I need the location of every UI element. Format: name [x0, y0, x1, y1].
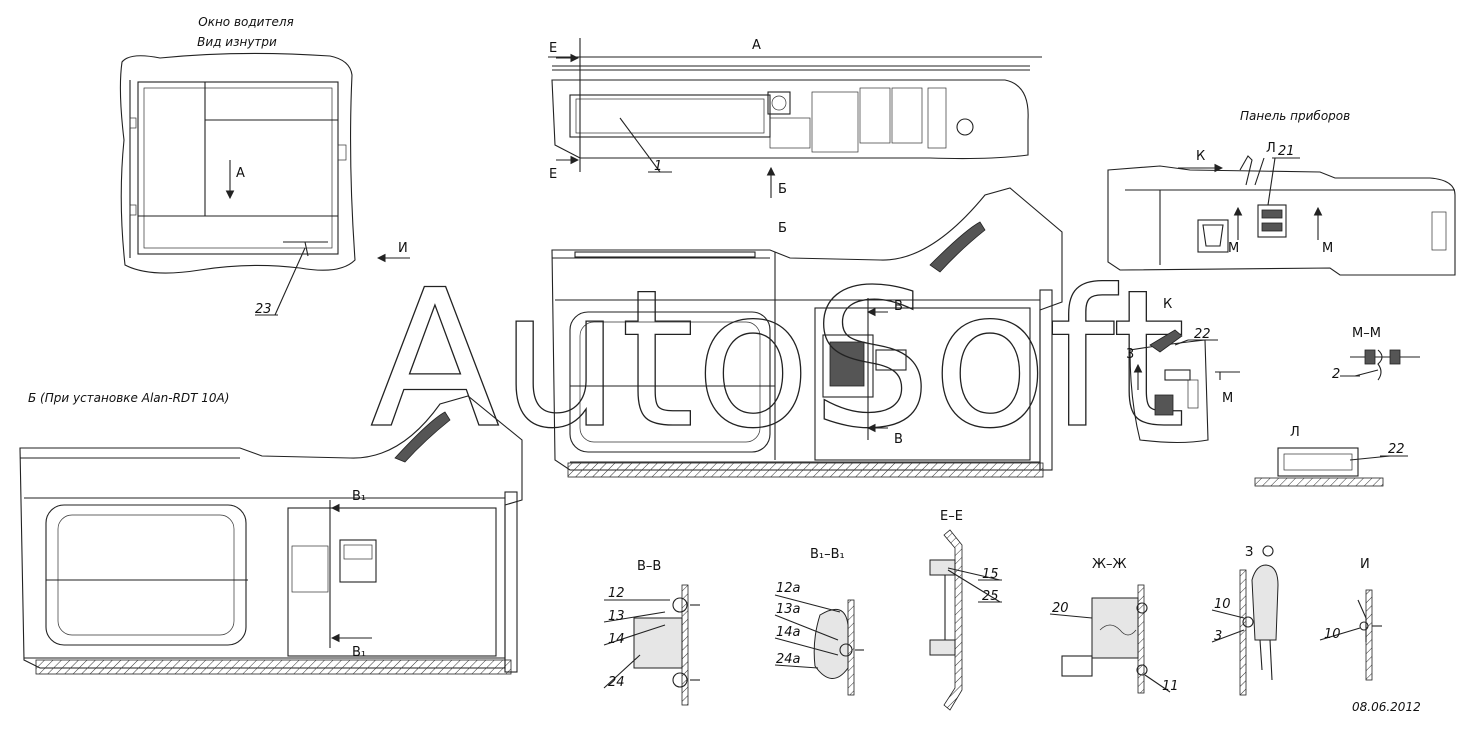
callout-14: 14: [608, 632, 625, 647]
callout-10b: 10: [1324, 627, 1341, 642]
view-i-title: И: [1360, 557, 1370, 572]
callout-12: 12: [608, 586, 625, 601]
callout-15: 15: [982, 567, 999, 582]
section-ee-title: Е–Е: [940, 509, 963, 524]
section-e-top: Е: [549, 41, 557, 56]
callout-1: 1: [654, 159, 662, 174]
callout-24a: 24а: [776, 652, 801, 667]
view-b-title: Б: [778, 221, 787, 236]
callout-2: 2: [1332, 367, 1340, 382]
callout-10a: 10: [1214, 597, 1231, 612]
arrow-b-label: Б: [778, 182, 787, 197]
panel-k-label: К: [1196, 149, 1205, 164]
instrument-panel-view: Панель приборов К Л 21 М М: [1107, 109, 1456, 276]
arrow-i-label: И: [398, 241, 408, 256]
section-ee: Е–Е 15 25: [929, 509, 1002, 711]
section-e-bottom: Е: [549, 167, 557, 182]
section-zhzh-title: Ж–Ж: [1092, 557, 1127, 572]
section-zhzh: Ж–Ж 20 11: [1049, 557, 1179, 694]
panel-m-left: М: [1228, 241, 1239, 256]
callout-14a: 14а: [776, 625, 801, 640]
callout-11: 11: [1162, 679, 1179, 694]
view-b-panel: Б В В: [551, 187, 1063, 478]
view-b-alan-panel: Б (При установке Alan-RDT 10A) В₁ В₁: [19, 391, 523, 675]
section-v-top: В: [894, 299, 903, 314]
callout-3: 3: [1214, 629, 1222, 644]
view-a-title: А: [752, 38, 761, 53]
button-block: [769, 87, 947, 153]
callout-24: 24: [608, 675, 625, 690]
callout-25: 25: [982, 589, 999, 604]
driver-window-title: Окно водителя: [198, 15, 293, 29]
view-l: Л 22: [1254, 425, 1408, 487]
section-vv-title: В–В: [637, 559, 661, 574]
callout-13: 13: [608, 609, 625, 624]
view-b-alan-title: Б (При установке Alan-RDT 10A): [28, 391, 229, 405]
section-v1-top: В₁: [352, 489, 366, 504]
view-mm: М–М 2: [1332, 326, 1420, 382]
callout-23: 23: [255, 302, 272, 317]
section-v1v1: В₁–В₁ 12а 13а 14а 24а: [774, 547, 864, 696]
panel-m-right: М: [1322, 241, 1333, 256]
arrow-a-label: А: [236, 166, 245, 181]
callout-22a: 22: [1194, 327, 1211, 342]
driver-window-view: Окно водителя Вид изнутри А 23 И: [119, 15, 410, 317]
view-z: З 10 3: [1211, 545, 1279, 696]
section-v-bottom: В: [894, 432, 903, 447]
callout-12a: 12а: [776, 581, 801, 596]
instrument-panel-title: Панель приборов: [1240, 109, 1350, 123]
callout-21: 21: [1278, 144, 1295, 159]
view-k: К 22 3 М: [1126, 297, 1240, 444]
view-mm-title: М–М: [1352, 326, 1381, 341]
section-vv: В–В 12 13 14 24: [603, 559, 700, 706]
view-k-3: 3: [1126, 347, 1134, 362]
view-l-title: Л: [1290, 425, 1300, 440]
section-v1v1-title: В₁–В₁: [810, 547, 845, 562]
driver-window-subtitle: Вид изнутри: [197, 35, 277, 49]
callout-22b: 22: [1388, 442, 1405, 457]
view-k-title: К: [1163, 297, 1172, 312]
callout-20: 20: [1052, 601, 1069, 616]
section-v1-bottom: В₁: [352, 645, 366, 660]
callout-13a: 13а: [776, 602, 801, 617]
drawing-date: 08.06.2012: [1352, 700, 1421, 714]
view-z-title: З: [1245, 545, 1253, 560]
view-i: И 10: [1319, 557, 1382, 681]
view-k-m: М: [1222, 391, 1233, 406]
view-a-dashboard: А Е Е 1 Б: [548, 38, 1042, 198]
panel-l-label: Л: [1266, 141, 1276, 156]
watermark: AutoSoft: [370, 249, 1186, 470]
